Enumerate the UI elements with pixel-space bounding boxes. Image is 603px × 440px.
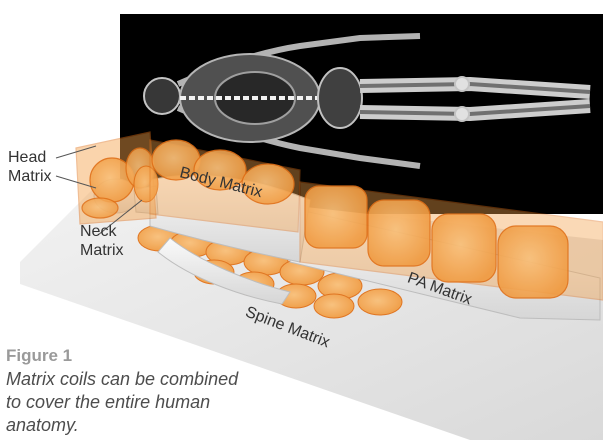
caption-number: Figure 1 xyxy=(6,346,246,366)
neck-matrix-label: Neck Matrix xyxy=(80,222,124,260)
figure-caption: Figure 1 Matrix coils can be combined to… xyxy=(6,346,246,438)
head-matrix-label: Head Matrix xyxy=(8,148,52,186)
caption-text: Matrix coils can be combined to cover th… xyxy=(6,368,246,438)
